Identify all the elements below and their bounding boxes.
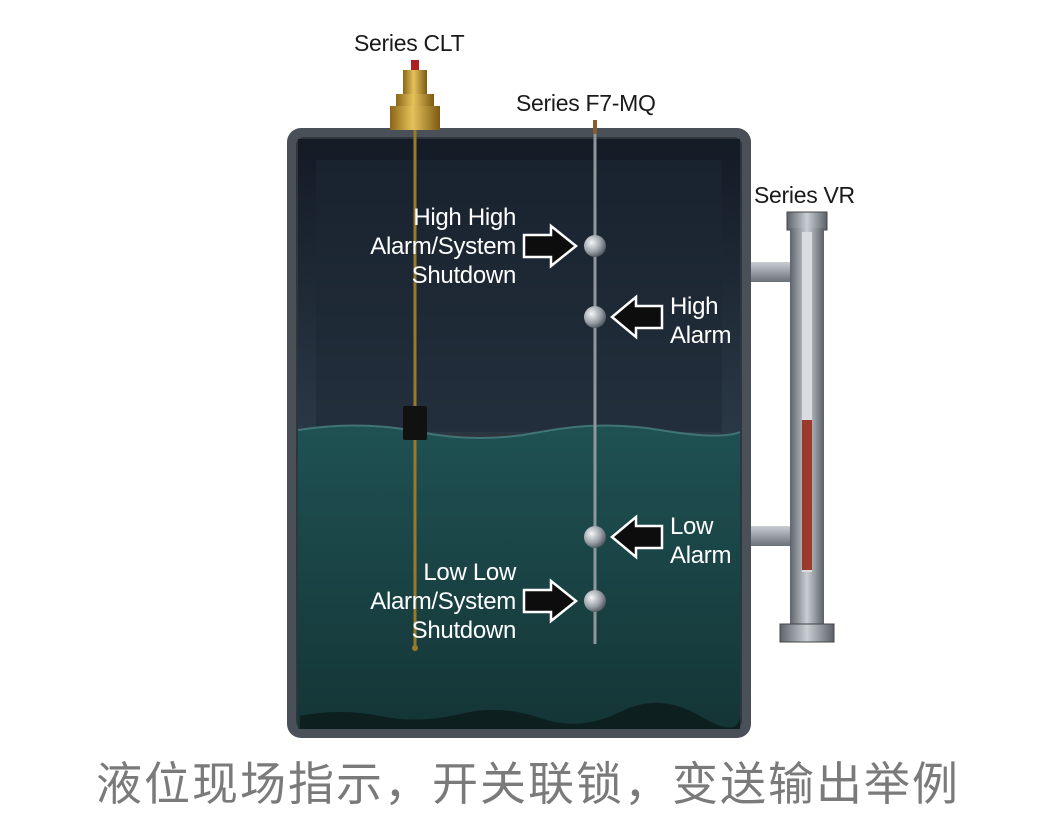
series-vr-gauge (741, 212, 834, 642)
high-high-float (584, 235, 606, 257)
high-alarm-label: High Alarm (670, 292, 731, 350)
low-low-alarm-label: Low Low Alarm/System Shutdown (370, 558, 516, 645)
low-low-float (584, 590, 606, 612)
series-clt-label: Series CLT (354, 30, 464, 57)
high-high-alarm-label: High High Alarm/System Shutdown (370, 203, 516, 290)
caption: 液位现场指示，开关联锁，变送输出举例 (0, 748, 1056, 814)
low-float (584, 526, 606, 548)
series-vr-label: Series VR (754, 182, 855, 209)
series-f7-mq-label: Series F7-MQ (516, 90, 656, 117)
low-alarm-label: Low Alarm (670, 512, 731, 570)
tank (287, 128, 751, 738)
high-float (584, 306, 606, 328)
